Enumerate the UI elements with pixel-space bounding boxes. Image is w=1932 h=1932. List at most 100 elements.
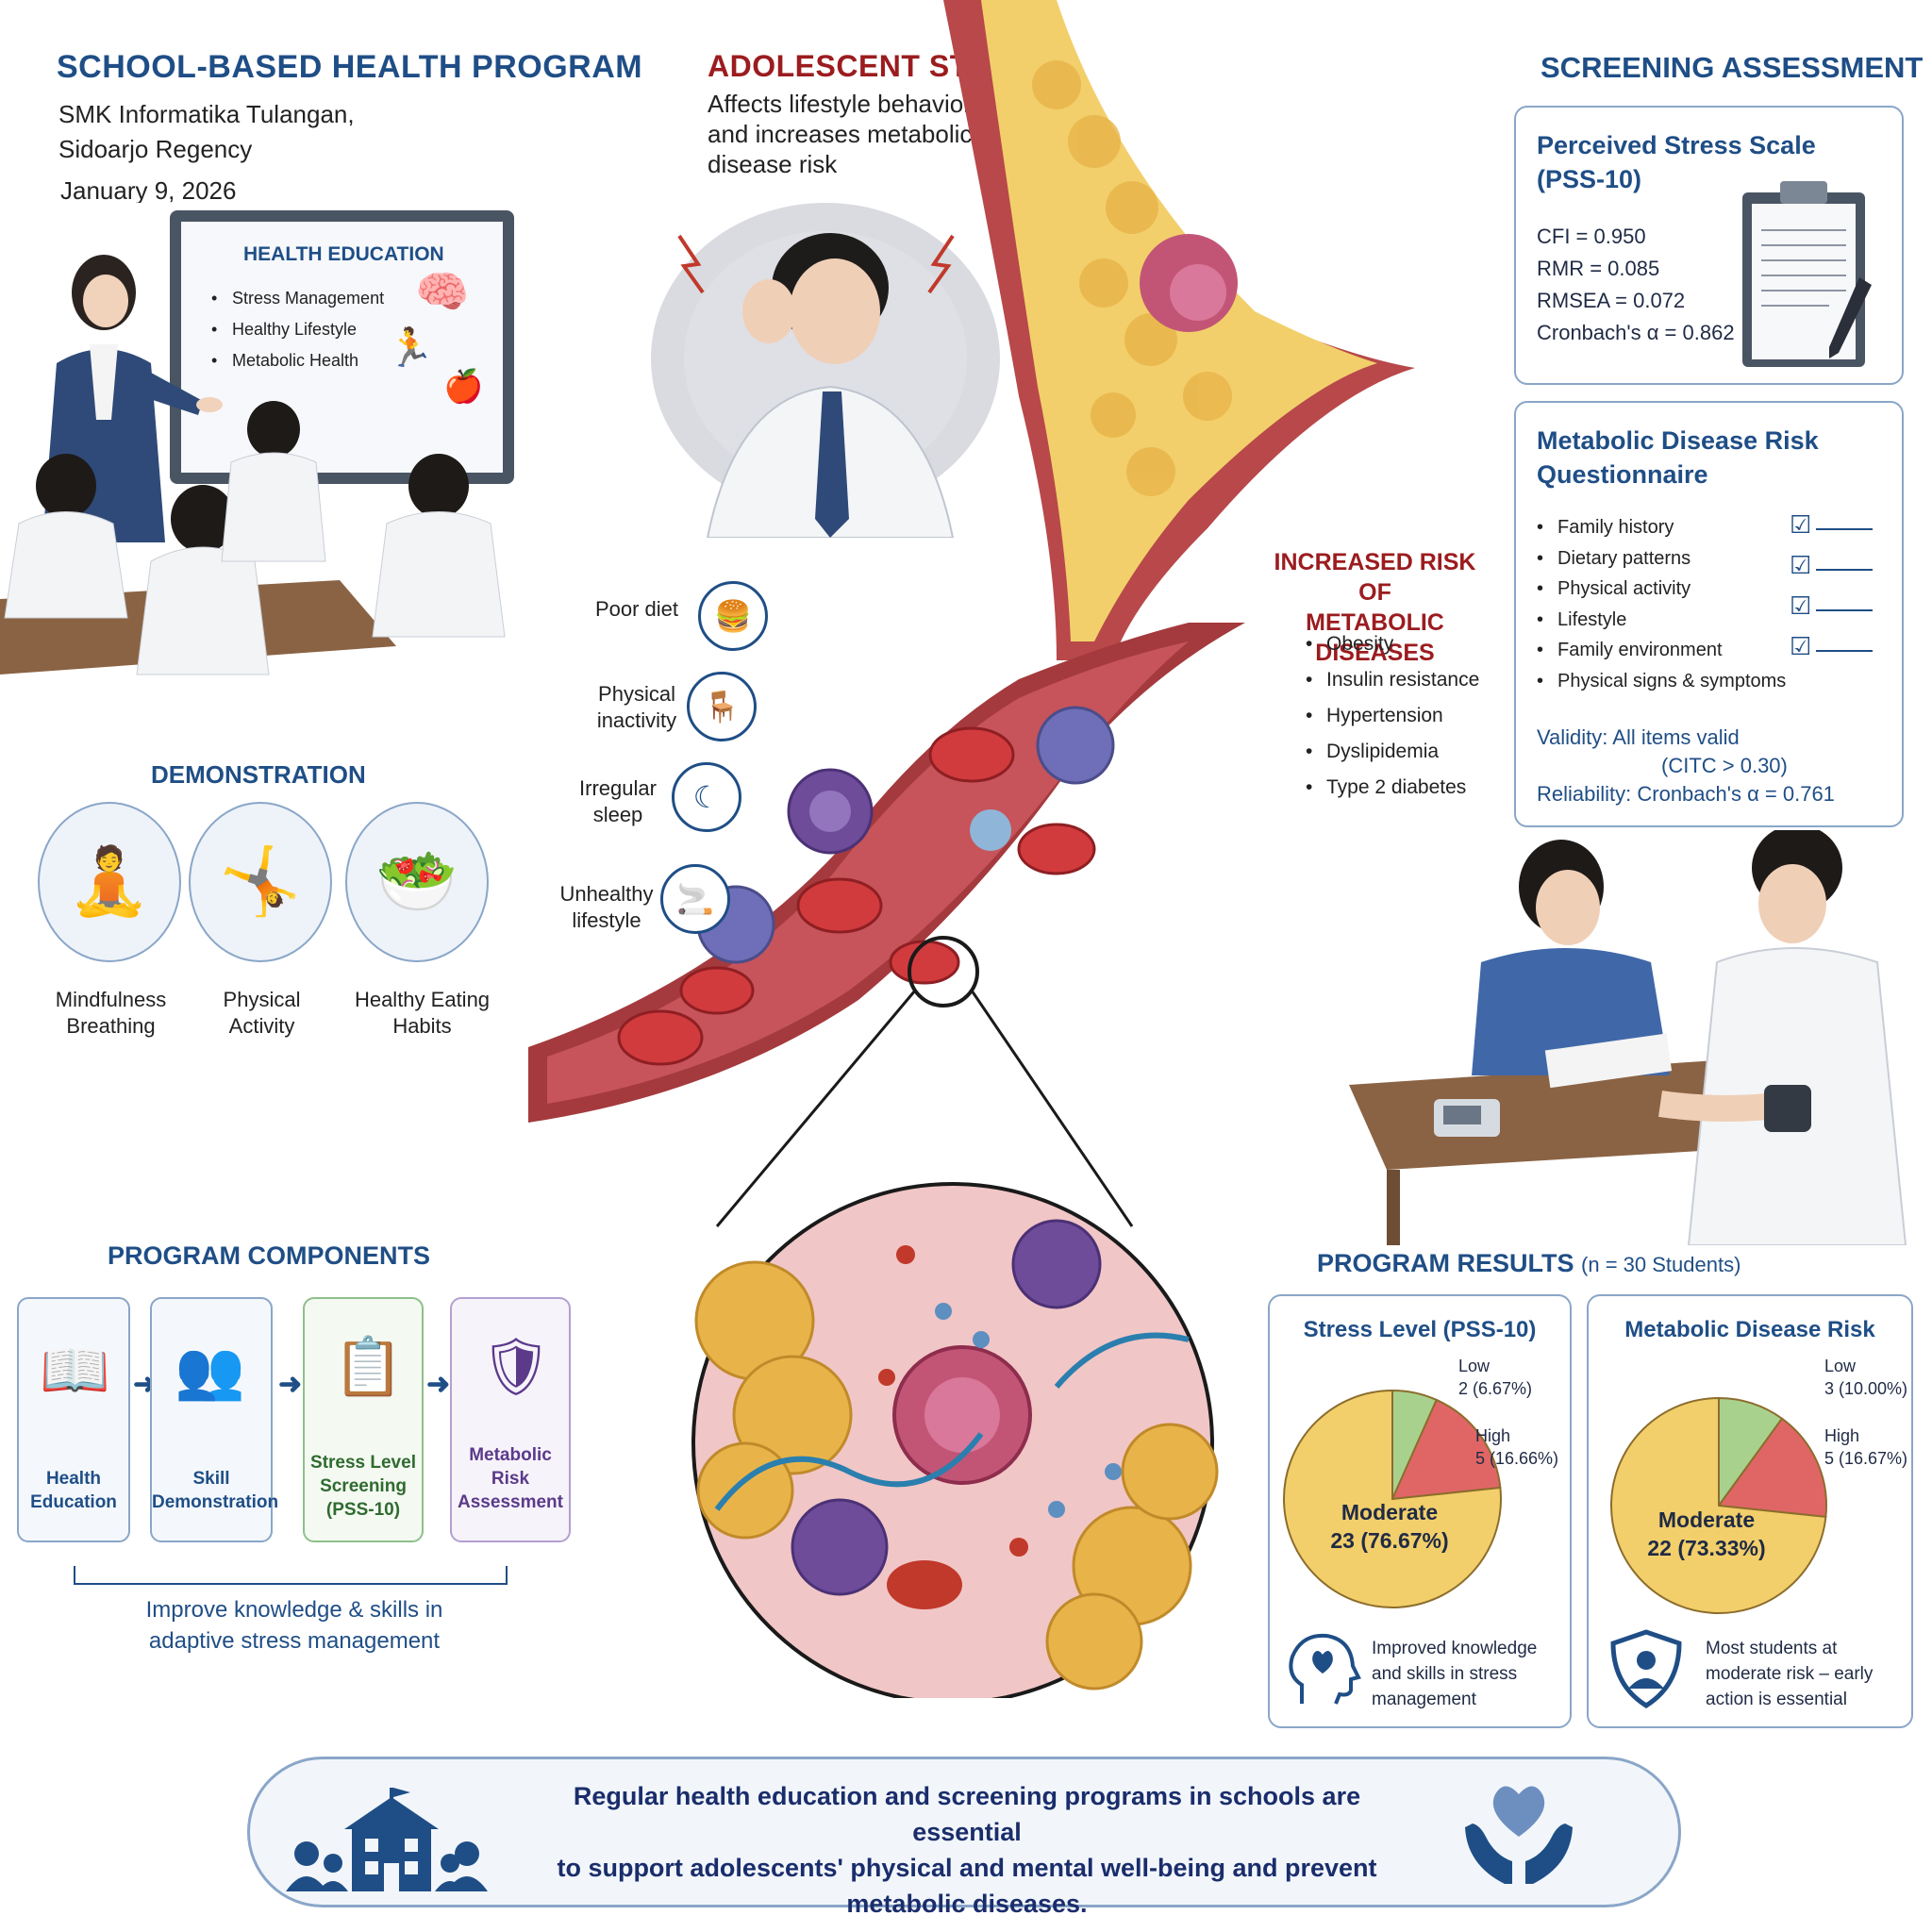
component-label-line: Stress Level [310,1453,416,1473]
slice-value: 23 (76.67%) [1330,1528,1449,1553]
component-label: Skill Demonstration [152,1467,279,1514]
checklist: ☑ ☑ ☑ ☑ [1790,507,1873,669]
checkbox-checked-icon: ☑ [1790,632,1812,660]
component-stress-screening: 📋 Stress Level Screening (PSS-10) [303,1297,424,1542]
stress-note-line: and skills in stress [1372,1664,1518,1684]
checkbox-checked-icon: ☑ [1790,551,1812,579]
risk-pie-chart [1610,1396,1827,1614]
mdrq-item: Physical activity [1535,574,1786,605]
clipboard-icon [1735,174,1876,372]
risk-factor-line: Physical [598,682,675,706]
stress-results-card: Stress Level (PSS-10) Low 2 (6.67%) High… [1268,1294,1572,1728]
risk-factor-label: Unhealthy lifestyle [536,881,677,934]
risk-factor-label: Irregular sleep [547,775,689,828]
mdrq-item: Lifestyle [1535,605,1786,636]
program-date: January 9, 2026 [60,176,237,205]
components-summary-line: Improve knowledge & skills in [145,1597,443,1623]
pie-slice-moderate [1610,1396,1827,1614]
disease-item: Insulin resistance [1304,662,1479,698]
mdrq-title-line: Metabolic Disease Risk [1537,426,1819,455]
slice-value: 5 (16.66%) [1475,1449,1559,1468]
slice-value: 5 (16.67%) [1824,1449,1908,1468]
demo-caption-line: Breathing [66,1014,156,1038]
component-label-line: Demonstration [152,1492,279,1512]
checklist-icon: 📋 [333,1335,404,1398]
slice-value: 22 (73.33%) [1647,1536,1766,1560]
slice-value: 2 (6.67%) [1458,1379,1533,1398]
component-label: Metabolic Risk Assessment [452,1443,569,1514]
pie-slice-high [1391,1398,1502,1501]
conclusion-banner: Regular health education and screening p… [247,1757,1681,1918]
demo-caption-3: Healthy Eating Habits [335,987,509,1040]
component-label-line: Education [30,1492,117,1512]
demo-caption-line: Mindfulness [55,988,167,1011]
risk-note-line: action is essential [1706,1690,1847,1709]
conclusion-line: metabolic diseases. [846,1890,1088,1918]
component-metabolic-assessment: 🛡 Metabolic Risk Assessment [450,1297,571,1542]
mdrq-validity: Validity: All items valid (CITC > 0.30) … [1537,724,1835,808]
components-title: PROGRAM COMPONENTS [108,1241,431,1270]
risk-results-card: Metabolic Disease Risk Low 3 (10.00%) Hi… [1587,1294,1913,1728]
disease-list: Obesity Insulin resistance Hypertension … [1304,626,1479,806]
whiteboard-item: Metabolic Health [209,345,384,376]
disease-item: Dyslipidemia [1304,734,1479,770]
risk-factor-line: Poor diet [594,597,679,621]
pss-stat: RMSEA = 0.072 [1537,289,1686,312]
stress-desc-1: Affects lifestyle behaviors [708,90,984,118]
risk-note-line: moderate risk – early [1706,1664,1874,1684]
mdrq-item: Physical signs & symptoms [1535,666,1786,697]
mdrq-items: Family history Dietary patterns Physical… [1535,512,1786,696]
conclusion-text: Regular health education and screening p… [524,1778,1410,1922]
cigarette-icon: 🚬 [660,864,730,934]
conclusion-line: Regular health education and screening p… [573,1782,1361,1846]
stress-desc-3: disease risk [708,150,838,178]
demo-caption-line: Activity [228,1014,295,1038]
stress-note-line: Improved knowledge [1372,1639,1538,1658]
school-community-icon [278,1788,505,1891]
people-icon: 👥 [175,1339,245,1402]
whiteboard-item: Stress Management [209,283,384,314]
pss-stat: Cronbach's α = 0.862 [1537,321,1735,344]
demo-caption-1: Mindfulness Breathing [28,987,193,1040]
component-label-line: Metabolic Risk [469,1445,552,1489]
component-label: Stress Level Screening (PSS-10) [305,1451,422,1522]
pss-card: Perceived Stress Scale (PSS-10) CFI = 0.… [1514,106,1904,385]
risk-low-label: Low 3 (10.00%) [1824,1355,1907,1400]
moon-icon: ☾ [672,762,741,832]
mdrq-item: Family environment [1535,635,1786,666]
program-title: SCHOOL-BASED HEALTH PROGRAM [57,49,643,85]
shield-person-icon [1606,1628,1687,1709]
results-title: PROGRAM RESULTS (n = 30 Students) [1317,1249,1740,1278]
risk-factor-line: lifestyle [572,908,641,932]
mdrq-item: Family history [1535,512,1786,543]
checkbox-checked-icon: ☑ [1790,510,1812,539]
head-heart-icon [1283,1628,1364,1709]
slice-label: Moderate [1341,1500,1439,1524]
risk-high-label: High 5 (16.67%) [1824,1424,1907,1470]
demo-caption-line: Physical [223,988,301,1011]
sitting-person-icon: 🪑 [687,672,757,741]
brain-icon: 🧠 [415,267,470,316]
slice-label: Low [1824,1357,1857,1375]
risk-factor-line: sleep [592,803,643,826]
stressed-student-illustration [641,198,1009,539]
whiteboard-title: HEALTH EDUCATION [243,243,444,265]
pie-slice-high [1717,1417,1827,1519]
disease-item: Hypertension [1304,698,1479,734]
classroom-illustration [0,203,528,731]
book-icon: 📖 [40,1339,110,1402]
arrow-right-icon: ➜ [278,1369,303,1400]
risk-note-line: Most students at [1706,1639,1838,1658]
mdrq-title-line: Questionnaire [1537,460,1708,489]
stretching-icon: 🤸 [189,802,332,962]
demonstration-title: DEMONSTRATION [151,760,366,789]
blood-vessel-illustration [528,0,1424,1705]
component-label-line: (PSS-10) [325,1500,401,1520]
slice-label: Moderate [1657,1507,1756,1532]
component-label-line: Skill [192,1469,230,1489]
stress-note-line: management [1372,1690,1476,1709]
disease-item: Type 2 diabetes [1304,770,1479,806]
pss-title-line: (PSS-10) [1537,165,1642,193]
mdrq-title: Metabolic Disease Risk Questionnaire [1537,424,1819,491]
healthy-food-icon: 🥗 [345,802,489,962]
